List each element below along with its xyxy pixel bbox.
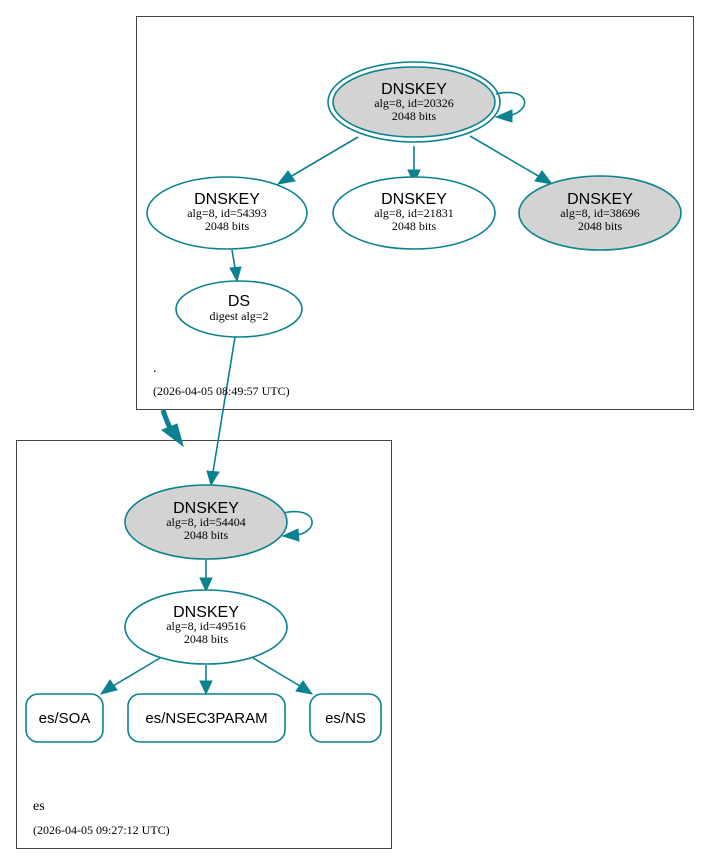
zsk-to-ns-edge xyxy=(252,657,301,687)
es-zone-cluster xyxy=(16,440,392,849)
root-zone-timestamp: (2026-04-05 08:49:57 UTC) xyxy=(153,384,290,398)
node-title: DNSKEY xyxy=(567,191,633,208)
node-title: DNSKEY xyxy=(173,500,239,517)
delegation-edge xyxy=(160,409,184,448)
node-title: DNSKEY xyxy=(173,604,239,621)
node-params: alg=8, id=20326 xyxy=(374,96,454,110)
node-size: 2048 bits xyxy=(578,219,623,233)
dnskey-node-54404: DNSKEY alg=8, id=54404 2048 bits xyxy=(124,484,288,560)
root-zone-cluster xyxy=(136,16,694,410)
signs-edge-54393 xyxy=(289,136,359,178)
node-params: digest alg=2 xyxy=(209,309,268,323)
node-size: 2048 bits xyxy=(392,219,437,233)
root-edges xyxy=(206,91,554,487)
node-title: DNSKEY xyxy=(194,191,260,208)
node-title: DS xyxy=(228,293,250,310)
es-self-loop-edge xyxy=(282,510,313,537)
dnskey-node-38696: DNSKEY alg=8, id=38696 2048 bits xyxy=(518,175,682,251)
ds-to-es-ksk-edge xyxy=(212,336,236,473)
root-zone-name: . xyxy=(153,361,157,376)
es-zone-name: es xyxy=(33,799,45,814)
node-params: alg=8, id=54393 xyxy=(187,206,267,220)
node-params: alg=8, id=21831 xyxy=(374,206,454,220)
signs-edge-38696 xyxy=(469,135,541,178)
node-params: alg=8, id=54404 xyxy=(166,515,246,529)
rrset-node-soa: es/SOA xyxy=(25,693,104,743)
rrset-label: es/NS xyxy=(325,710,366,727)
dnskey-node-54393: DNSKEY alg=8, id=54393 2048 bits xyxy=(146,176,308,250)
node-title: DNSKEY xyxy=(381,81,447,98)
node-params: alg=8, id=38696 xyxy=(560,206,640,220)
rrset-node-ns: es/NS xyxy=(309,693,382,743)
node-params: alg=8, id=49516 xyxy=(166,619,246,633)
node-size: 2048 bits xyxy=(184,528,229,542)
rrset-label: es/NSEC3PARAM xyxy=(145,710,267,727)
dnskey-node-49516: DNSKEY alg=8, id=49516 2048 bits xyxy=(124,589,288,665)
zsk-to-soa-edge xyxy=(112,657,161,687)
dnskey-node-21831: DNSKEY alg=8, id=21831 2048 bits xyxy=(332,176,496,250)
es-edges xyxy=(99,510,314,696)
dnskey-node-20326: DNSKEY alg=8, id=20326 2048 bits xyxy=(327,61,501,143)
ds-edge xyxy=(231,249,236,269)
ds-node: DS digest alg=2 xyxy=(175,280,303,338)
node-size: 2048 bits xyxy=(184,632,229,646)
node-size: 2048 bits xyxy=(205,219,250,233)
rrset-label: es/SOA xyxy=(39,710,91,727)
es-zone-timestamp: (2026-04-05 09:27:12 UTC) xyxy=(33,823,170,837)
node-title: DNSKEY xyxy=(381,191,447,208)
node-size: 2048 bits xyxy=(392,109,437,123)
rrset-node-nsec3param: es/NSEC3PARAM xyxy=(127,693,286,743)
